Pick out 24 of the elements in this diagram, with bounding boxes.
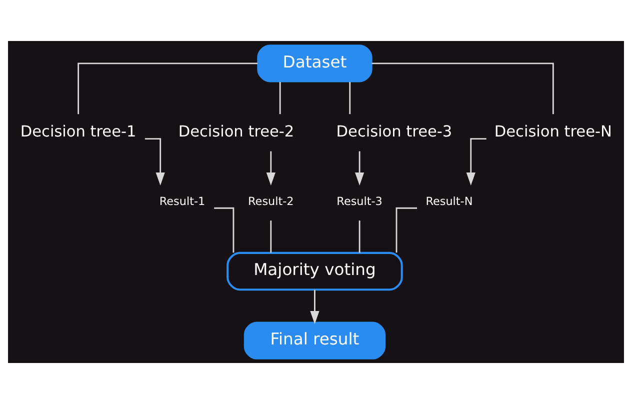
node-box: Dataset <box>257 44 372 82</box>
arrow <box>144 138 165 186</box>
node-box: Majority voting <box>226 251 403 290</box>
node-text: Result-1 <box>159 194 206 208</box>
node-box: Final result <box>244 321 386 359</box>
connector <box>396 206 418 252</box>
connector <box>78 62 258 114</box>
connector <box>279 81 281 114</box>
arrow <box>466 138 486 186</box>
node-text: Decision tree-1 <box>20 122 136 140</box>
connector <box>349 81 351 114</box>
arrow <box>355 150 364 186</box>
node-text: Decision tree-3 <box>336 122 452 140</box>
connector <box>214 206 234 252</box>
arrow <box>266 150 276 186</box>
node-text: Result-3 <box>336 194 382 208</box>
connector <box>372 62 554 114</box>
node-text: Decision tree-N <box>494 122 612 140</box>
node-text: Decision tree-2 <box>178 122 294 140</box>
connector <box>358 220 360 252</box>
node-text: Result-2 <box>248 194 294 208</box>
arrow <box>310 289 320 324</box>
node-text: Result-N <box>426 194 473 208</box>
connector <box>270 220 272 252</box>
